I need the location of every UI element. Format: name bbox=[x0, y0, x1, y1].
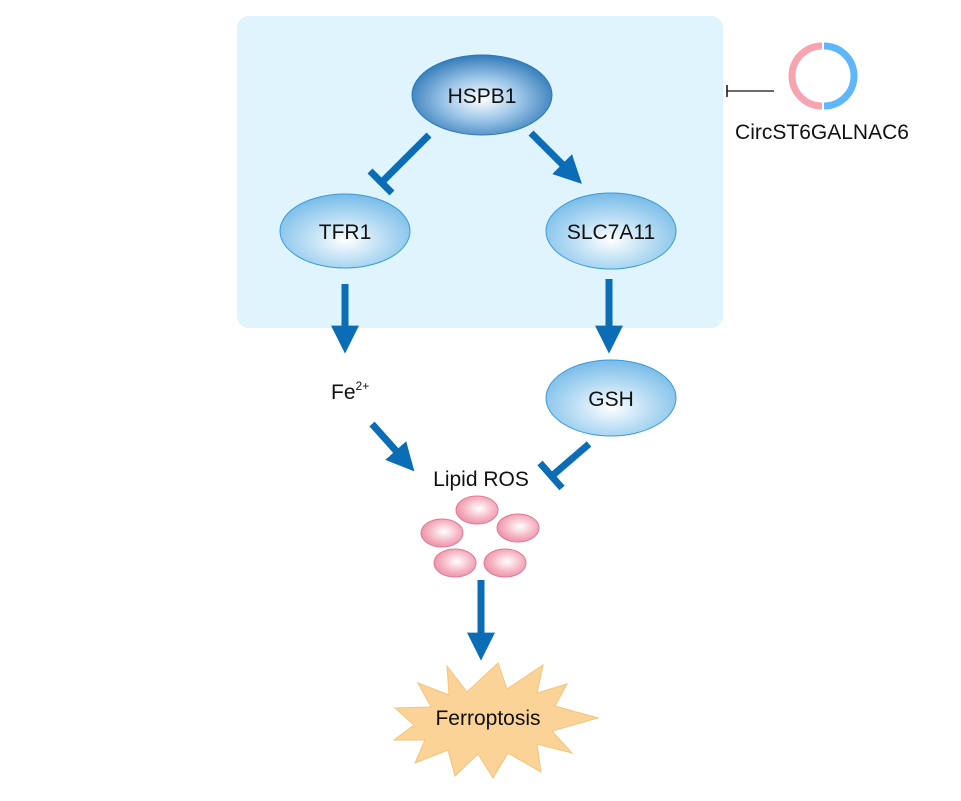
lipid-droplet bbox=[496, 513, 540, 543]
lipid-droplet bbox=[433, 548, 477, 578]
node-slc7a11-label: SLC7A11 bbox=[567, 221, 655, 244]
lipid-droplet bbox=[483, 548, 527, 578]
node-hspb1[interactable]: HSPB1 bbox=[411, 54, 553, 136]
edge-gsh-inhibits-lipid-ros bbox=[537, 441, 592, 491]
node-circ-rna-label: CircST6GALNAC6 bbox=[735, 121, 909, 144]
node-slc7a11[interactable]: SLC7A11 bbox=[545, 192, 677, 270]
node-tfr1[interactable]: TFR1 bbox=[279, 193, 411, 269]
lipid-droplet bbox=[420, 518, 464, 548]
node-lipid-ros-label: Lipid ROS bbox=[433, 468, 529, 491]
node-fe2: Fe2+ bbox=[331, 379, 369, 404]
circ-rna-icon[interactable] bbox=[788, 42, 858, 110]
lipid-droplets-icon bbox=[420, 495, 540, 578]
edge-hspb1-activates-slc7a11 bbox=[528, 130, 582, 184]
node-ferroptosis[interactable]: Ferroptosis bbox=[392, 662, 600, 779]
edge-circ-inhibits-hspb1 bbox=[726, 85, 774, 97]
node-hspb1-label: HSPB1 bbox=[448, 85, 517, 108]
node-ferroptosis-label: Ferroptosis bbox=[435, 707, 540, 730]
edge-fe-activates-lipid-ros bbox=[369, 421, 415, 472]
node-gsh[interactable]: GSH bbox=[545, 359, 677, 437]
node-gsh-label: GSH bbox=[588, 388, 634, 411]
lipid-droplet bbox=[455, 495, 499, 525]
burst-icon bbox=[392, 662, 600, 779]
edge-hspb1-inhibits-tfr1 bbox=[367, 132, 432, 196]
node-tfr1-label: TFR1 bbox=[319, 221, 372, 244]
